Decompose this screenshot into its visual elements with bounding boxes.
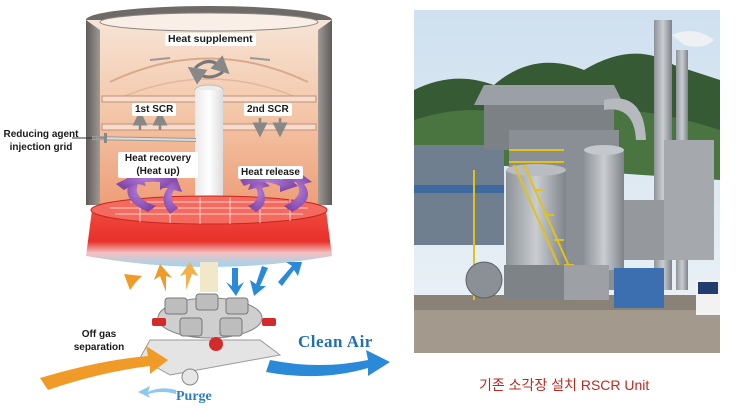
label-heat-recovery: Heat recovery (Heat up) <box>118 152 198 178</box>
rotary-valve <box>139 262 282 386</box>
label-1st-scr: 1st SCR <box>132 103 177 116</box>
label-heat-supplement: Heat supplement <box>165 33 256 46</box>
photo-caption: 기존 소각장 설치 RSCR Unit <box>479 377 650 393</box>
catalyst-bed <box>86 195 332 267</box>
label-heat-release: Heat release <box>238 166 303 179</box>
heat-supplement-zone <box>109 55 309 99</box>
rscr-diagram <box>40 6 390 398</box>
label-clean-air: Clean Air <box>298 332 373 351</box>
scr-layers <box>101 95 317 138</box>
label-purge: Purge <box>176 389 212 404</box>
label-2nd-scr: 2nd SCR <box>244 103 292 116</box>
central-duct <box>194 84 224 200</box>
plant-photo <box>414 10 720 353</box>
label-off-gas: Off gas separation <box>73 329 125 353</box>
gas-flow-arrows <box>40 262 390 398</box>
label-reducing-agent: Reducing agent injection grid <box>3 129 79 153</box>
